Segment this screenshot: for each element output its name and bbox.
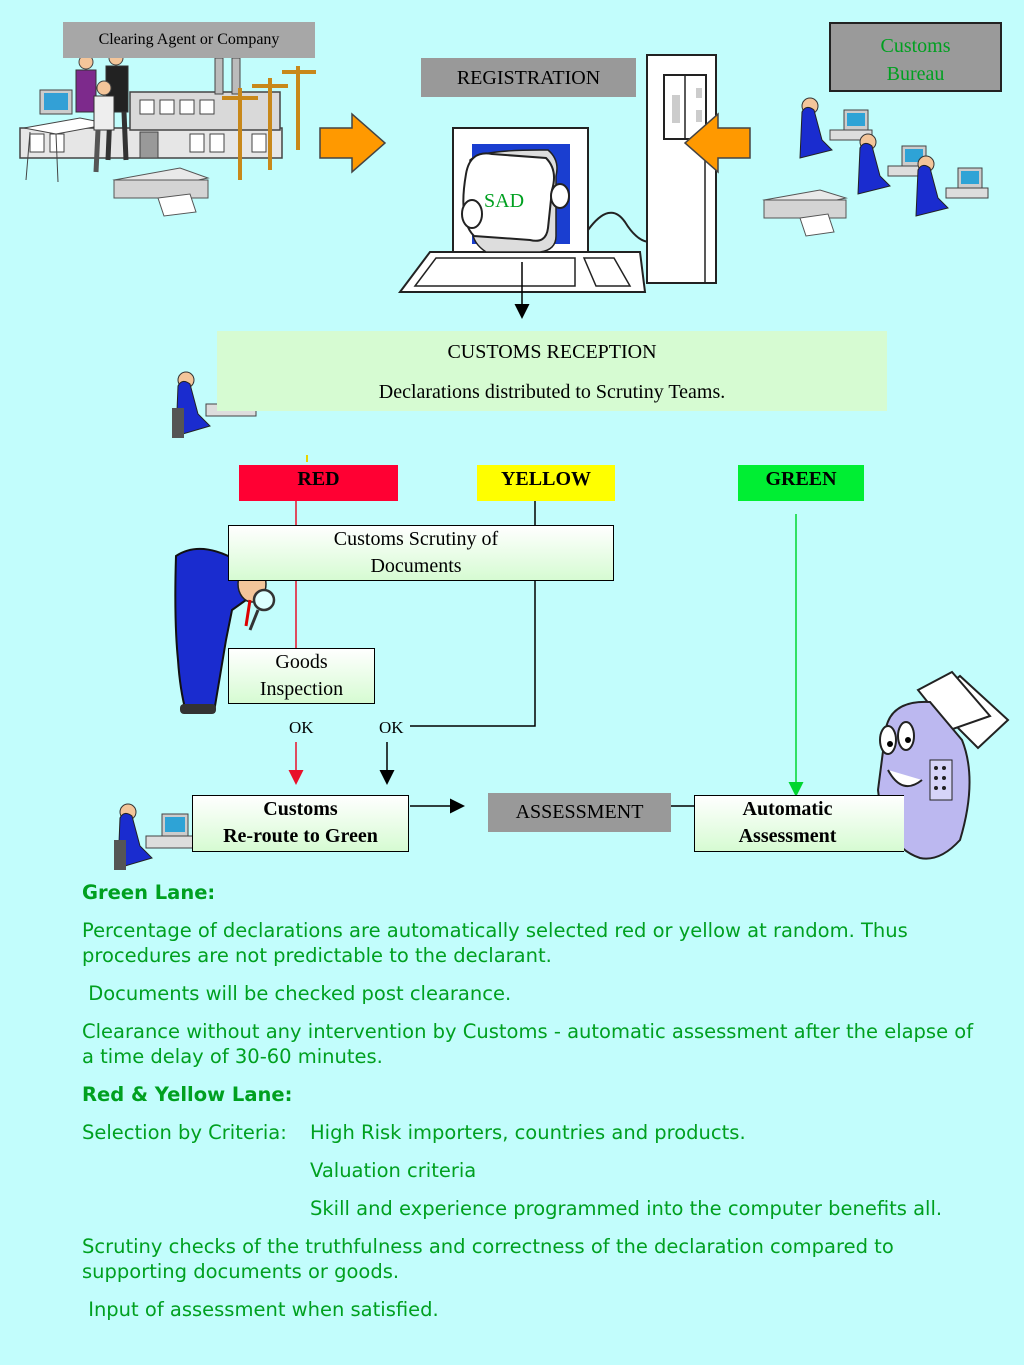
orange-arrow-left-icon: [683, 112, 751, 174]
sad-label: SAD: [484, 190, 525, 212]
reception-title: CUSTOMS RECEPTION: [447, 341, 657, 363]
reroute-worker-icon: [114, 803, 197, 870]
assessment-text: ASSESSMENT: [515, 801, 644, 823]
server-cabinet-icon: [646, 54, 717, 284]
lane-notes: Green Lane: Percentage of declarations a…: [82, 880, 982, 1335]
green-lane-paragraph-1: Percentage of declarations are automatic…: [82, 919, 908, 967]
scrutiny-paragraph: Scrutiny checks of the truthfulness and …: [82, 1235, 894, 1283]
criteria-label: Selection by Criteria:: [82, 1121, 287, 1144]
bureau-line-1: Customs: [880, 35, 951, 57]
automatic-assessment-box: Automatic Assessment: [694, 795, 904, 852]
flow-illustration: [19, 50, 1010, 870]
criteria-item-2: Valuation criteria: [310, 1159, 477, 1182]
registration-label: REGISTRATION: [421, 58, 636, 97]
scrutiny-line-1: Customs Scrutiny of: [333, 528, 499, 550]
goods-inspection-box: Goods Inspection: [228, 648, 375, 704]
criteria-item-1: High Risk importers, countries and produ…: [310, 1121, 746, 1144]
green-lane-paragraph-3: Clearance without any intervention by Cu…: [82, 1020, 974, 1068]
green-lane-paragraph-2: Documents will be checked post clearance…: [82, 982, 512, 1005]
criteria-row-2: Valuation criteria: [82, 1158, 982, 1183]
criteria-row-1: Selection by Criteria: High Risk importe…: [82, 1120, 982, 1145]
bureau-line-2: Bureau: [886, 63, 945, 85]
scrutiny-line-2: Documents: [370, 555, 462, 577]
red-yellow-lane-heading: Red & Yellow Lane:: [82, 1083, 293, 1106]
assessment-box: ASSESSMENT: [488, 793, 671, 832]
customs-reception-box: CUSTOMS RECEPTION Declarations distribut…: [217, 331, 887, 411]
green-lane-heading: Green Lane:: [82, 881, 216, 904]
green-lane: GREEN: [738, 465, 864, 501]
orange-arrow-right-icon: [319, 112, 387, 174]
reroute-line-1: Customs: [263, 798, 338, 820]
auto-line-1: Automatic: [742, 798, 833, 820]
criteria-item-3: Skill and experience programmed into the…: [310, 1197, 943, 1220]
goods-line-1: Goods: [275, 651, 328, 673]
red-lane: RED: [239, 465, 398, 501]
yellow-lane: YELLOW: [477, 465, 615, 501]
customs-bureau-workers-icon: [762, 97, 989, 237]
registration-text: REGISTRATION: [456, 67, 601, 89]
agent-label: Clearing Agent or Company: [63, 22, 315, 58]
goods-line-2: Inspection: [259, 678, 344, 700]
customs-reroute-box: Customs Re-route to Green: [192, 795, 409, 852]
customs-scrutiny-box: Customs Scrutiny of Documents: [228, 525, 614, 581]
ok-label-right: OK: [379, 718, 404, 737]
factory-office-icon: [19, 50, 316, 217]
auto-line-2: Assessment: [738, 825, 837, 847]
computer-terminal-icon: [398, 127, 647, 293]
agent-label-text: Clearing Agent or Company: [98, 31, 280, 48]
input-paragraph: Input of assessment when satisfied.: [82, 1298, 439, 1321]
reroute-line-2: Re-route to Green: [223, 825, 378, 847]
reception-subtitle: Declarations distributed to Scrutiny Tea…: [378, 381, 726, 403]
criteria-row-3: Skill and experience programmed into the…: [82, 1196, 982, 1221]
ok-label-left: OK: [289, 718, 314, 737]
customs-bureau-label: Customs Bureau: [829, 22, 1002, 92]
